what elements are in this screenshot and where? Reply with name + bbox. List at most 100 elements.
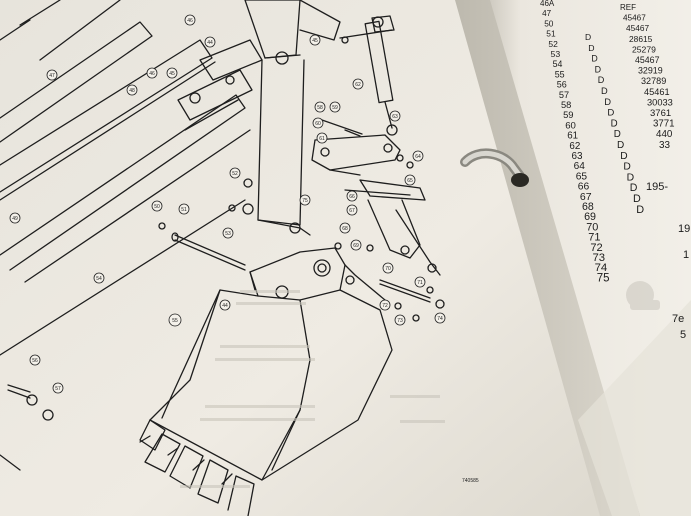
callout-label: 75 bbox=[302, 198, 308, 204]
qty-letter: D bbox=[623, 162, 630, 173]
callout-label: 46 bbox=[187, 18, 193, 24]
callout-label: 51 bbox=[181, 207, 187, 213]
item-number: 61 bbox=[567, 131, 578, 142]
callout-label: 74 bbox=[437, 316, 443, 322]
callout-label: 72 bbox=[382, 303, 388, 309]
qty-letter: D bbox=[611, 118, 618, 129]
callout-label: 44 bbox=[222, 303, 228, 309]
parts-list: 46A4750515253545556575859606162636465666… bbox=[540, 0, 690, 341]
callout-label: 54 bbox=[96, 276, 102, 282]
left-page bbox=[0, 0, 610, 516]
exploded-parts-diagram bbox=[0, 0, 444, 516]
qty-letter: D bbox=[598, 75, 605, 85]
qty-letter: D bbox=[588, 43, 594, 53]
part-number-fragment: 45467 bbox=[623, 14, 646, 23]
callout-label: 53 bbox=[225, 231, 231, 237]
item-number: 68 bbox=[582, 201, 594, 213]
callout-label: 50 bbox=[154, 204, 160, 210]
part-number-fragment: 45461 bbox=[644, 87, 670, 97]
callout-label: 45 bbox=[312, 38, 318, 44]
callout-label: 65 bbox=[407, 178, 413, 184]
qty-letter: D bbox=[630, 182, 638, 194]
item-number: 59 bbox=[563, 109, 573, 120]
qty-letter: D bbox=[614, 129, 621, 140]
qty-letter: D bbox=[620, 151, 627, 162]
item-number: 46A bbox=[540, 0, 555, 8]
part-number-fragment: 30033 bbox=[647, 97, 673, 107]
item-number: 55 bbox=[555, 69, 565, 79]
item-number: 73 bbox=[593, 252, 606, 264]
item-number: 67 bbox=[580, 191, 592, 203]
item-number: 57 bbox=[559, 90, 569, 100]
item-number: 62 bbox=[569, 141, 580, 152]
callout-label: 49 bbox=[12, 216, 18, 222]
item-number: 66 bbox=[578, 182, 590, 193]
callout-label: 46 bbox=[149, 71, 155, 77]
item-number: 60 bbox=[565, 120, 576, 131]
part-number-fragment: 45467 bbox=[635, 55, 660, 65]
callout-label: 61 bbox=[319, 136, 325, 142]
callout-label: 47 bbox=[49, 73, 55, 79]
part-callouts bbox=[9, 14, 446, 394]
callout-label: 73 bbox=[397, 318, 403, 324]
part-number-fragment: 32919 bbox=[638, 66, 663, 76]
callout-label: 48 bbox=[129, 88, 135, 94]
qty-letter: D bbox=[601, 86, 608, 96]
qty-letter: D bbox=[617, 140, 624, 151]
callout-label: 59 bbox=[332, 105, 338, 111]
item-number: 70 bbox=[586, 221, 598, 233]
callout-label: 60 bbox=[315, 121, 321, 127]
callout-label: 70 bbox=[385, 266, 391, 272]
callout-label: 69 bbox=[353, 243, 359, 249]
part-number-fragment: 33 bbox=[659, 140, 670, 151]
callout-label: 63 bbox=[392, 114, 398, 120]
part-number-fragment: 3761 bbox=[650, 108, 671, 119]
callout-label: 52 bbox=[232, 171, 238, 177]
partial-tail-text: 19 bbox=[678, 223, 690, 235]
callout-label: 57 bbox=[55, 386, 61, 392]
qty-letter: D bbox=[607, 108, 614, 119]
qty-letter: D bbox=[604, 96, 611, 107]
item-number: 58 bbox=[561, 100, 571, 110]
item-number: 47 bbox=[542, 9, 552, 18]
part-number-fragment: 32789 bbox=[641, 76, 666, 86]
gutter-shadow bbox=[455, 0, 640, 516]
callout-label: 71 bbox=[417, 280, 423, 286]
part-number-fragment: 3771 bbox=[653, 119, 675, 130]
callout-label: 62 bbox=[355, 82, 361, 88]
item-number: 69 bbox=[584, 211, 596, 223]
item-number: 72 bbox=[590, 242, 602, 254]
qty-letter: D bbox=[633, 193, 641, 205]
bleed-through-text bbox=[180, 290, 445, 488]
item-number: 63 bbox=[572, 151, 583, 162]
faint-logo-icon bbox=[626, 281, 660, 310]
callout-label: 56 bbox=[32, 358, 38, 364]
callout-label: 45 bbox=[169, 71, 175, 77]
item-number: 75 bbox=[597, 272, 610, 284]
callout-label: 64 bbox=[415, 154, 421, 160]
partial-tail-text: 1 bbox=[683, 249, 689, 261]
item-number: 64 bbox=[574, 161, 586, 172]
item-number: 53 bbox=[551, 49, 561, 59]
qty-letter: D bbox=[627, 172, 635, 183]
qty-letter: D bbox=[591, 54, 597, 64]
item-number: 51 bbox=[546, 29, 556, 39]
item-number: 50 bbox=[544, 18, 554, 28]
qty-letter: D bbox=[585, 32, 591, 42]
drawing-code: 740585 bbox=[462, 478, 479, 484]
item-number: 54 bbox=[553, 59, 563, 69]
partial-tail-text: 7e bbox=[672, 313, 684, 325]
part-number-fragment: 440 bbox=[656, 129, 673, 140]
partial-tail-text: 5 bbox=[680, 329, 686, 341]
part-number-fragment: 45467 bbox=[626, 23, 649, 33]
callout-label: 55 bbox=[172, 318, 178, 324]
callout-label: 67 bbox=[349, 208, 355, 214]
item-number: 52 bbox=[548, 39, 558, 49]
item-number: 56 bbox=[557, 80, 567, 90]
part-number-fragment: 28615 bbox=[629, 34, 653, 44]
part-number-fragment: 25279 bbox=[632, 44, 656, 54]
qty-letter: D bbox=[595, 64, 601, 74]
callout-label: 68 bbox=[342, 226, 348, 232]
